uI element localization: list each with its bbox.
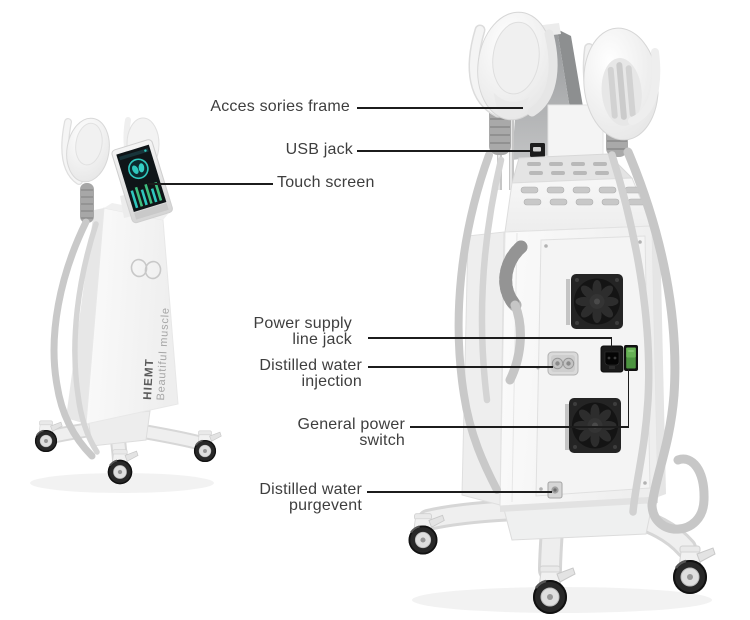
touch-screen xyxy=(111,139,173,224)
applicator-paddle xyxy=(582,27,661,141)
leader-line-touch-screen xyxy=(148,183,273,185)
brand-tagline-text: Beautiful muscle xyxy=(155,307,172,401)
caster-wheel xyxy=(407,512,446,556)
handpiece-cables xyxy=(454,147,709,534)
cable-sleeve xyxy=(80,183,94,223)
brand-name-text: HIEMT xyxy=(142,358,156,400)
label-distilled-water-injection: Distilled water injection xyxy=(259,357,362,390)
cooling-fan-top-icon xyxy=(571,274,623,329)
crimped-hose xyxy=(499,240,528,385)
power-supply-line-jack xyxy=(600,345,624,373)
leader-line-general-power-riser xyxy=(627,369,629,427)
fan-bracket xyxy=(566,279,570,325)
general-power-switch xyxy=(624,345,638,371)
distilled-water-injection-port xyxy=(547,351,579,376)
label-power-supply-line-jack: Power supply line jack xyxy=(253,315,352,348)
label-distilled-water-purgevent: Distilled water purgevent xyxy=(259,481,362,514)
leader-line-usb-jack xyxy=(357,150,532,152)
applicator-paddle xyxy=(61,117,110,185)
label-touch-screen: Touch screen xyxy=(277,174,375,191)
rolling-base xyxy=(34,410,223,486)
screen-dial-icon xyxy=(128,158,149,180)
leader-line-general-power xyxy=(410,426,629,428)
leader-line-purgevent xyxy=(367,491,552,493)
distilled-water-purgevent-port xyxy=(547,481,563,499)
label-usb-jack: USB jack xyxy=(285,141,353,158)
brand-logo-icon xyxy=(130,258,162,280)
leader-line-power-supply-drop xyxy=(610,337,612,352)
handpiece-cables xyxy=(50,218,100,460)
screen-intensity-bars xyxy=(130,182,163,209)
vented-shoulder xyxy=(504,153,653,233)
label-general-power-switch: General power switch xyxy=(297,416,405,449)
brand-text: HIEMT Beautiful muscle xyxy=(142,307,172,401)
label-accessories-frame: Acces sories frame xyxy=(210,98,350,115)
leader-line-water-injection xyxy=(368,366,553,368)
leader-line-accessories-frame xyxy=(357,107,523,109)
machine-back-view xyxy=(407,11,717,616)
machine-front-view: HIEMT Beautiful muscle xyxy=(30,117,223,493)
usb-jack xyxy=(530,143,545,157)
leader-line-power-supply xyxy=(368,337,612,339)
